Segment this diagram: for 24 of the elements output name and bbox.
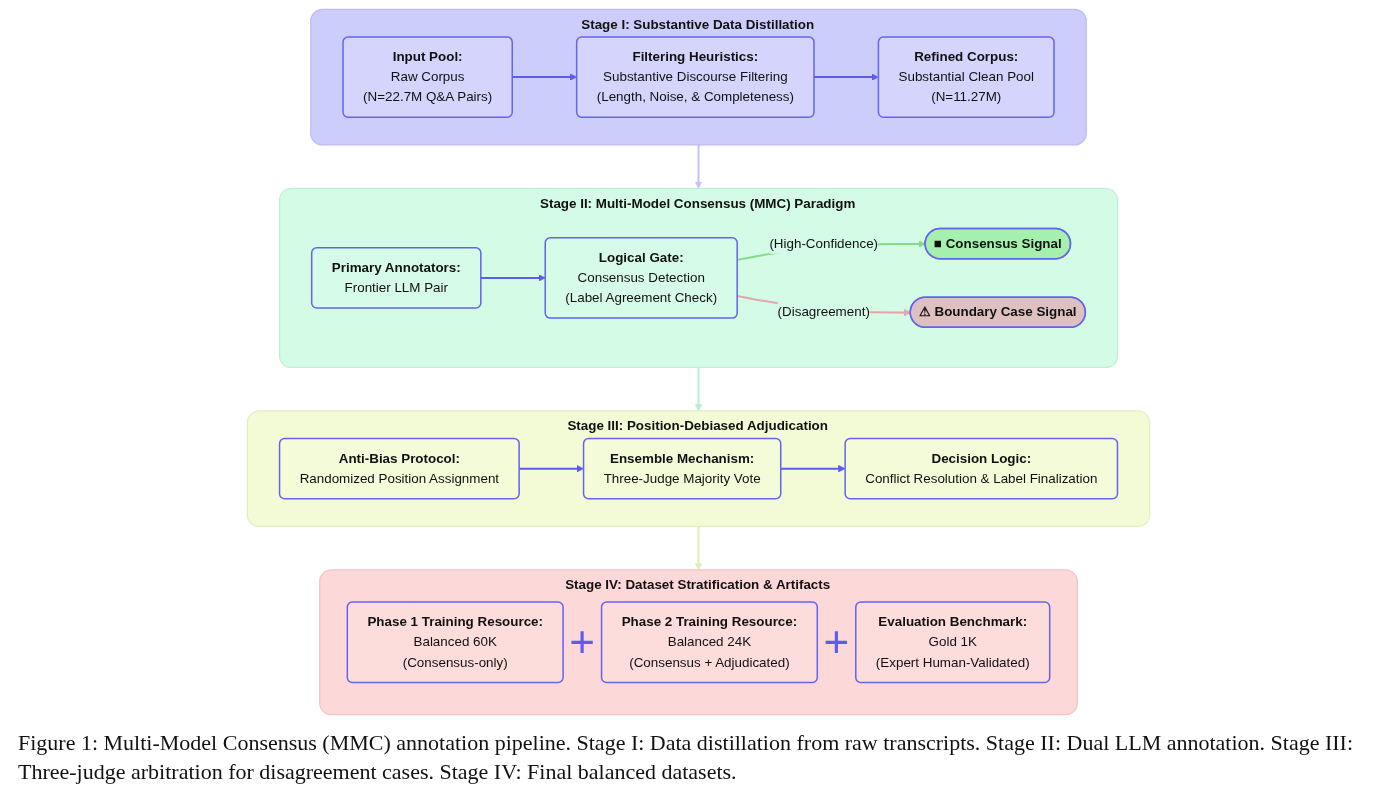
arrow <box>694 144 703 189</box>
arrow <box>519 465 584 473</box>
node-box: Filtering Heuristics: Substantive Discourse Filtering (Length, Noise, & Completeness) <box>575 36 815 119</box>
arrow <box>512 73 577 81</box>
node-box: Phase 2 Training Resource: Balanced 24K (Consensus + Adjudicated) <box>600 601 819 684</box>
node-box: Phase 1 Training Resource: Balanced 60K (Consensus-only) <box>346 601 564 684</box>
arrow <box>780 465 846 473</box>
node-box: Ensemble Mechanism: Three-Judge Majority Vote <box>582 437 782 500</box>
plus-sign: + <box>569 620 595 665</box>
caption: Figure 1: Multi-Model Consensus (MMC) annotation pipeline. Stage I: Data distillation from raw transcripts. Stage II: Dual LLM annotation. Stage III: Three-judge arbitration for disagreement cases. Stage IV: Final balanced datasets. <box>18 729 1355 787</box>
plus-sign: + <box>823 620 850 665</box>
edge-label: (High-Confidence) <box>769 236 879 251</box>
arrow <box>694 367 703 412</box>
node-box: Primary Annotators: Frontier LLM Pair <box>310 247 482 309</box>
node-box: Input Pool: Raw Corpus (N=22.7M Q&A Pairs) <box>342 36 513 119</box>
arrow <box>814 73 879 81</box>
node-box: Evaluation Benchmark: Gold 1K (Expert Human-Validated) <box>855 601 1051 684</box>
node-box: Decision Logic: Conflict Resolution & Label Finalization <box>844 437 1119 500</box>
arrow <box>694 526 703 571</box>
node-box: Anti-Bias Protocol: Randomized Position Assignment <box>278 437 520 500</box>
edge-label: (Disagreement) <box>777 304 870 319</box>
node-box: Logical Gate: Consensus Detection (Label Agreement Check) <box>544 237 738 319</box>
node-box: Refined Corpus: Substantial Clean Pool (N=11.27M) <box>877 36 1055 119</box>
arrow <box>480 274 546 282</box>
